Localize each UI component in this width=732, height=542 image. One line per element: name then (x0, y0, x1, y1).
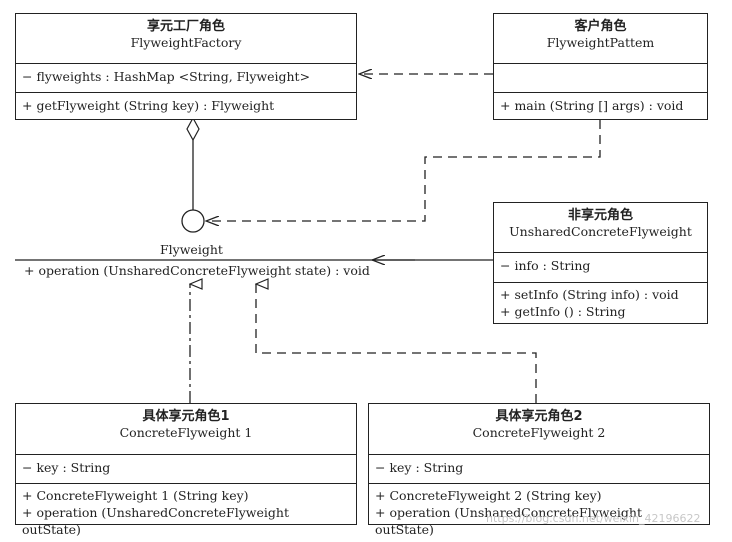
unshared-attributes: − info : String (494, 253, 707, 283)
concrete1-methods: + ConcreteFlyweight 1 (String key) + ope… (16, 484, 356, 542)
client-title-cn: 客户角色 (574, 19, 627, 34)
watermark: https://blog.csdn.net/weixin_42196622 (486, 512, 701, 525)
client-method: + main (String [] args) : void (500, 98, 684, 113)
concrete1-operation: + operation (UnsharedConcreteFlyweight o… (22, 505, 289, 537)
client-attributes (494, 64, 707, 93)
concrete2-attribute: − key : String (375, 460, 464, 475)
factory-attributes: − flyweights : HashMap <String, Flyweigh… (16, 64, 356, 93)
client-methods: + main (String [] args) : void (494, 93, 707, 118)
concrete1-constructor: + ConcreteFlyweight 1 (String key) (22, 488, 249, 503)
unshared-method-setinfo: + setInfo (String info) : void (500, 287, 679, 302)
concrete2-title-en: ConcreteFlyweight 2 (472, 425, 606, 440)
concrete1-attribute: − key : String (22, 460, 111, 475)
concrete1-title-cn: 具体享元角色1 (142, 409, 230, 424)
concrete2-attributes: − key : String (369, 455, 709, 484)
concrete1-attributes: − key : String (16, 455, 356, 484)
concrete2-title-cn: 具体享元角色2 (495, 409, 583, 424)
unshared-methods: + setInfo (String info) : void + getInfo… (494, 283, 707, 324)
unshared-title-cn: 非享元角色 (567, 208, 633, 223)
factory-title-cn: 享元工厂角色 (146, 19, 225, 34)
factory-method: + getFlyweight (String key) : Flyweight (22, 98, 275, 113)
factory-attribute: − flyweights : HashMap <String, Flyweigh… (22, 69, 311, 84)
unshared-attribute: − info : String (500, 258, 591, 273)
flyweight-method: + operation (UnsharedConcreteFlyweight s… (24, 263, 370, 278)
flyweight-factory-class[interactable]: 享元工厂角色 FlyweightFactory − flyweights : H… (15, 13, 357, 120)
concrete2-methods: + ConcreteFlyweight 2 (String key) + ope… (369, 484, 709, 542)
client-title-en: FlyweightPattem (546, 35, 655, 50)
concrete2-constructor: + ConcreteFlyweight 2 (String key) (375, 488, 602, 503)
concrete1-title-en: ConcreteFlyweight 1 (119, 425, 253, 440)
concrete2-operation: + operation (UnsharedConcreteFlyweight o… (375, 505, 642, 537)
unshared-method-getinfo: + getInfo () : String (500, 304, 626, 319)
factory-methods: + getFlyweight (String key) : Flyweight (16, 93, 356, 118)
aggregation-diamond (186, 116, 200, 142)
unshared-class[interactable]: 非享元角色 UnsharedConcreteFlyweight − info :… (493, 202, 708, 324)
interface-lollipop (181, 209, 205, 233)
concrete-flyweight-1-class[interactable]: 具体享元角色1 ConcreteFlyweight 1 − key : Stri… (15, 403, 357, 537)
concrete-flyweight-2-class[interactable]: 具体享元角色2 ConcreteFlyweight 2 − key : Stri… (368, 403, 710, 537)
realization-concrete2 (256, 284, 537, 403)
flyweight-title: Flyweight (160, 242, 223, 257)
client-class[interactable]: 客户角色 FlyweightPattem + main (String [] a… (493, 13, 708, 120)
unshared-title-en: UnsharedConcreteFlyweight (509, 224, 692, 239)
dependency-client-flyweight (206, 120, 601, 221)
factory-title-en: FlyweightFactory (130, 35, 242, 50)
